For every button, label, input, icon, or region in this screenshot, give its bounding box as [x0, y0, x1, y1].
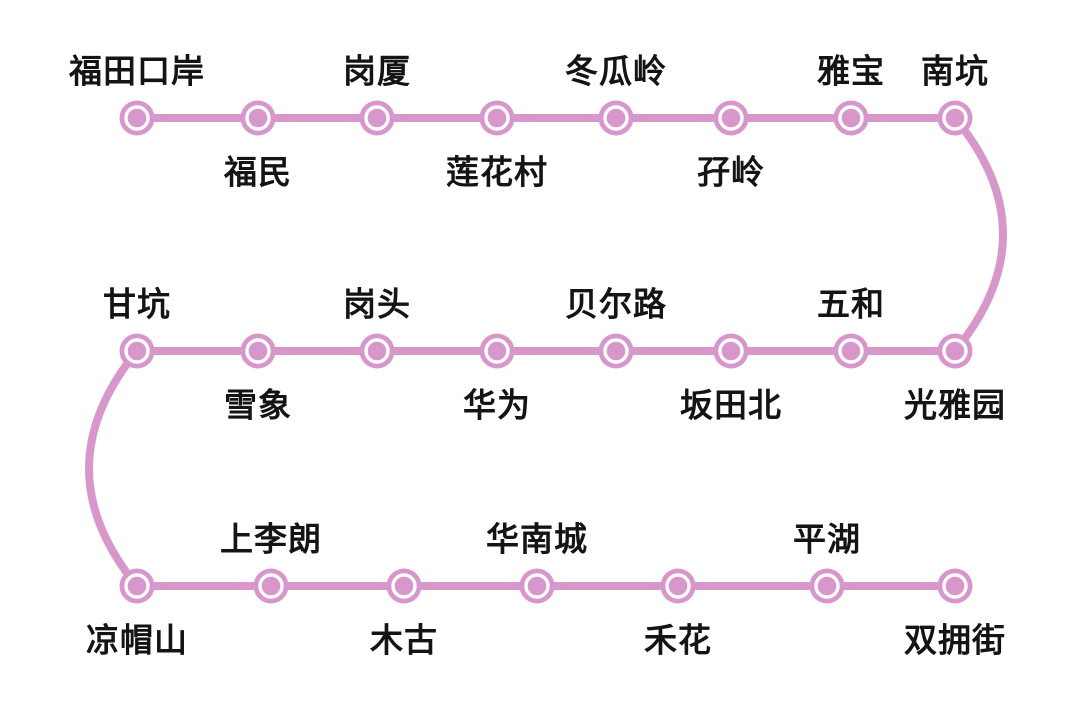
station-label: 岗厦: [343, 52, 411, 91]
station: 孖岭: [697, 100, 765, 192]
station-label: 平湖: [793, 520, 861, 559]
station: 木古: [369, 568, 438, 660]
station-label: 华为: [463, 386, 531, 425]
station-label: 南坑: [921, 52, 989, 91]
station: 禾花: [644, 568, 712, 660]
station-ring-icon: [718, 338, 744, 364]
station-label: 光雅园: [904, 386, 1006, 425]
station-ring-icon: [245, 105, 271, 131]
station: 福田口岸: [68, 52, 205, 136]
station-ring-icon: [124, 338, 150, 364]
station-ring-icon: [718, 105, 744, 131]
station: 华南城: [486, 520, 588, 604]
station-ring-icon: [124, 105, 150, 131]
station-ring-icon: [665, 573, 691, 599]
station: 福民: [223, 100, 292, 192]
station-label: 雪象: [224, 386, 292, 425]
route-connector-right: [951, 114, 1007, 355]
station-label: 贝尔路: [565, 285, 667, 324]
station-ring-icon: [603, 105, 629, 131]
station-ring-icon: [524, 573, 550, 599]
station-label: 甘坑: [103, 285, 171, 324]
station-label: 福田口岸: [68, 52, 205, 91]
station: 华为: [463, 333, 531, 425]
station-label: 双拥街: [904, 621, 1006, 660]
station: 岗头: [343, 285, 411, 369]
station-ring-icon: [603, 338, 629, 364]
station-label: 凉帽山: [86, 621, 188, 660]
station: 岗厦: [343, 52, 411, 136]
station: 甘坑: [103, 285, 171, 369]
station-ring-icon: [364, 105, 390, 131]
station: 坂田北: [680, 333, 782, 425]
station-ring-icon: [942, 338, 968, 364]
station: 光雅园: [904, 333, 1006, 425]
station: 雪象: [224, 333, 292, 425]
station-ring-icon: [364, 338, 390, 364]
station-label: 莲花村: [446, 153, 548, 192]
station-ring-icon: [942, 573, 968, 599]
station-label: 冬瓜岭: [565, 52, 667, 91]
station-ring-icon: [391, 573, 417, 599]
station-ring-icon: [245, 338, 271, 364]
station-label: 福民: [223, 153, 292, 192]
station-ring-icon: [838, 105, 864, 131]
station: 凉帽山: [86, 568, 188, 660]
station-ring-icon: [838, 338, 864, 364]
station: 平湖: [793, 520, 861, 604]
route-connector-left: [85, 347, 141, 590]
station-label: 木古: [369, 621, 438, 660]
station-label: 上李朗: [220, 520, 322, 559]
station: 南坑: [921, 52, 989, 136]
station-label: 禾花: [644, 621, 712, 660]
station-ring-icon: [484, 105, 510, 131]
station-label: 五和: [817, 285, 885, 324]
station: 五和: [817, 285, 885, 369]
station-ring-icon: [258, 573, 284, 599]
station-ring-icon: [124, 573, 150, 599]
station-label: 雅宝: [817, 52, 885, 91]
station: 雅宝: [817, 52, 885, 136]
station: 贝尔路: [565, 285, 667, 369]
station: 上李朗: [220, 520, 322, 604]
station-ring-icon: [814, 573, 840, 599]
station: 莲花村: [446, 100, 548, 192]
station-ring-icon: [484, 338, 510, 364]
station: 双拥街: [904, 568, 1006, 660]
station-ring-icon: [942, 105, 968, 131]
station: 冬瓜岭: [565, 52, 667, 136]
station-label: 岗头: [343, 285, 411, 324]
station-label: 华南城: [486, 520, 588, 559]
station-label: 坂田北: [680, 386, 782, 425]
station-label: 孖岭: [697, 153, 765, 192]
